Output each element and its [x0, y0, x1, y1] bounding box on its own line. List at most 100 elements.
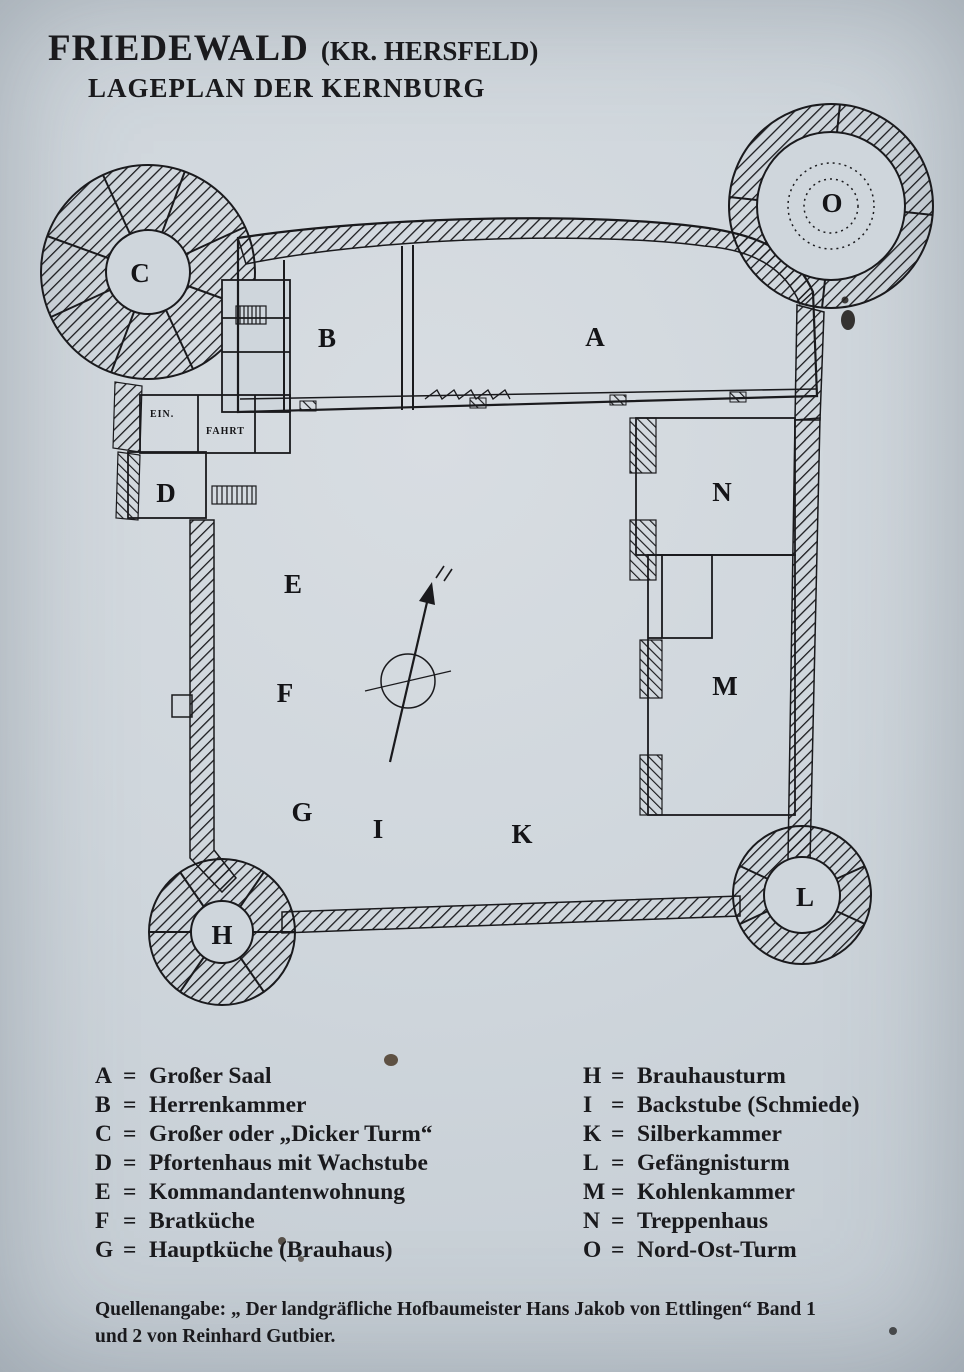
legend-value: Kommandantenwohnung [149, 1179, 405, 1205]
legend-row: A=Großer Saal [95, 1063, 583, 1092]
legend-key: I [583, 1092, 593, 1118]
plan-small-texts: EIN. FAHRT [150, 409, 245, 437]
legend-value: Kohlenkammer [637, 1179, 795, 1205]
title-line: FRIEDEWALD (KR. HERSFELD) [48, 28, 538, 71]
plan-label-m: M [712, 671, 737, 701]
compass-icon [364, 565, 453, 763]
source-line2: und 2 von Reinhard Gutbier. [95, 1326, 336, 1347]
plan-label-o: O [821, 188, 842, 218]
gatehouse-d [112, 381, 291, 521]
legend-key: H [583, 1063, 602, 1089]
legend-row: K = Silberkammer [583, 1121, 905, 1150]
plan-text-ein: EIN. [150, 409, 174, 420]
legend-equals: = [123, 1237, 137, 1263]
legend-column-right: H = Brauhausturm I = Backstube (Schmiede) K =… [583, 1063, 905, 1266]
legend-key: C [95, 1121, 112, 1147]
plan-label-f: F [277, 678, 294, 708]
plan-label-n: N [712, 477, 732, 507]
sign-subtitle: LAGEPLAN DER KERNBURG [88, 72, 486, 103]
plan-label-h: H [211, 920, 232, 950]
legend-key: A [95, 1063, 112, 1089]
legend-key: G [95, 1237, 114, 1263]
legend-equals: = [611, 1237, 625, 1263]
legend-row: M= Kohlenkammer [583, 1179, 905, 1208]
source-line1: Quellenangabe: „ Der landgräfliche Hofba… [95, 1299, 816, 1320]
legend-value: Bratküche [149, 1208, 255, 1234]
bridge-grille-icon [211, 485, 257, 505]
plan-letter-labels: A B C D E F G H I K L M N O [130, 188, 842, 950]
legend-equals: = [123, 1208, 137, 1234]
legend-key: O [583, 1237, 602, 1263]
plan-label-c: C [130, 258, 150, 288]
legend-row: E=Kommandantenwohnung [95, 1179, 583, 1208]
plan-label-k: K [511, 819, 532, 849]
plan-label-d: D [156, 478, 176, 508]
connector-rooms [221, 279, 291, 413]
legend-equals: = [611, 1092, 625, 1118]
west-curtain-wall [171, 519, 238, 894]
dirt-specks [278, 296, 897, 1335]
legend-row: N = Treppenhaus [583, 1208, 905, 1237]
legend-equals: = [123, 1179, 137, 1205]
legend-value: Gefängnisturm [637, 1150, 790, 1176]
east-curtain-wall [787, 417, 821, 863]
legend-value: Backstube (Schmiede) [637, 1092, 860, 1118]
legend-equals: = [611, 1150, 625, 1176]
legend-row: F = Bratküche [95, 1208, 583, 1237]
legend-key: F [95, 1208, 110, 1234]
legend-key: M [583, 1179, 606, 1205]
legend-column-left: A=Großer Saal B = Herrenkammer C = Großer od… [95, 1063, 583, 1266]
legend-value: Herrenkammer [149, 1092, 307, 1118]
legend-equals: = [123, 1150, 137, 1176]
legend-value: Pfortenhaus mit Wachstube [149, 1150, 428, 1176]
legend-row: H = Brauhausturm [583, 1063, 905, 1092]
plan-label-i: I [373, 814, 384, 844]
legend-value: Silberkammer [637, 1121, 782, 1147]
legend-row: C = Großer oder „Dicker Turm“ [95, 1121, 583, 1150]
sign-header: FRIEDEWALD (KR. HERSFELD) LAGEPLAN DER K… [48, 28, 538, 104]
legend-value: Brauhausturm [637, 1063, 786, 1089]
legend-row: I = Backstube (Schmiede) [583, 1092, 905, 1121]
sign-title: FRIEDEWALD [48, 28, 309, 69]
plan-label-b: B [318, 323, 336, 353]
legend-key: L [583, 1150, 599, 1176]
legend-key: D [95, 1150, 112, 1176]
sign-title-region: (KR. HERSFELD) [320, 36, 539, 66]
tower-c [40, 164, 256, 380]
legend-equals: = [611, 1208, 625, 1234]
south-curtain-wall [281, 895, 741, 934]
legend-value: Treppenhaus [637, 1208, 769, 1234]
legend-equals: = [123, 1121, 137, 1147]
plan-label-e: E [284, 569, 302, 599]
legend-row: B = Herrenkammer [95, 1092, 583, 1121]
legend: A=Großer Saal B = Herrenkammer C = Großer od… [95, 1063, 905, 1266]
legend-key: B [95, 1092, 111, 1118]
building-a [236, 217, 819, 414]
legend-value: Hauptküche (Brauhaus) [149, 1237, 393, 1263]
legend-equals: = [611, 1179, 625, 1205]
wall-o-to-east [794, 304, 825, 421]
legend-value: Großer oder „Dicker Turm“ [149, 1121, 433, 1147]
legend-row: D = Pfortenhaus mit Wachstube [95, 1150, 583, 1179]
tower-h [148, 858, 296, 1006]
legend-key: K [583, 1121, 602, 1147]
plan-label-l: L [796, 882, 814, 912]
plan-text-fahrt: FAHRT [206, 426, 245, 437]
legend-row: L = Gefängnisturm [583, 1150, 905, 1179]
legend-equals: = [123, 1092, 137, 1118]
plan-label-a: A [585, 322, 605, 352]
legend-value: Nord-Ost-Turm [637, 1237, 797, 1263]
tower-o [728, 103, 934, 309]
legend-row: G = Hauptküche (Brauhaus) [95, 1237, 583, 1266]
legend-row: O = Nord-Ost-Turm [583, 1237, 905, 1266]
stair-grille-icon [235, 305, 267, 325]
legend-equals: = [611, 1063, 625, 1089]
tower-l [732, 825, 872, 965]
source-note: Quellenangabe: „ Der landgräfliche Hofba… [95, 1296, 895, 1350]
plan-label-g: G [291, 797, 312, 827]
buildings-n-m [629, 417, 796, 816]
legend-key: N [583, 1208, 600, 1234]
legend-equals: = [611, 1121, 625, 1147]
